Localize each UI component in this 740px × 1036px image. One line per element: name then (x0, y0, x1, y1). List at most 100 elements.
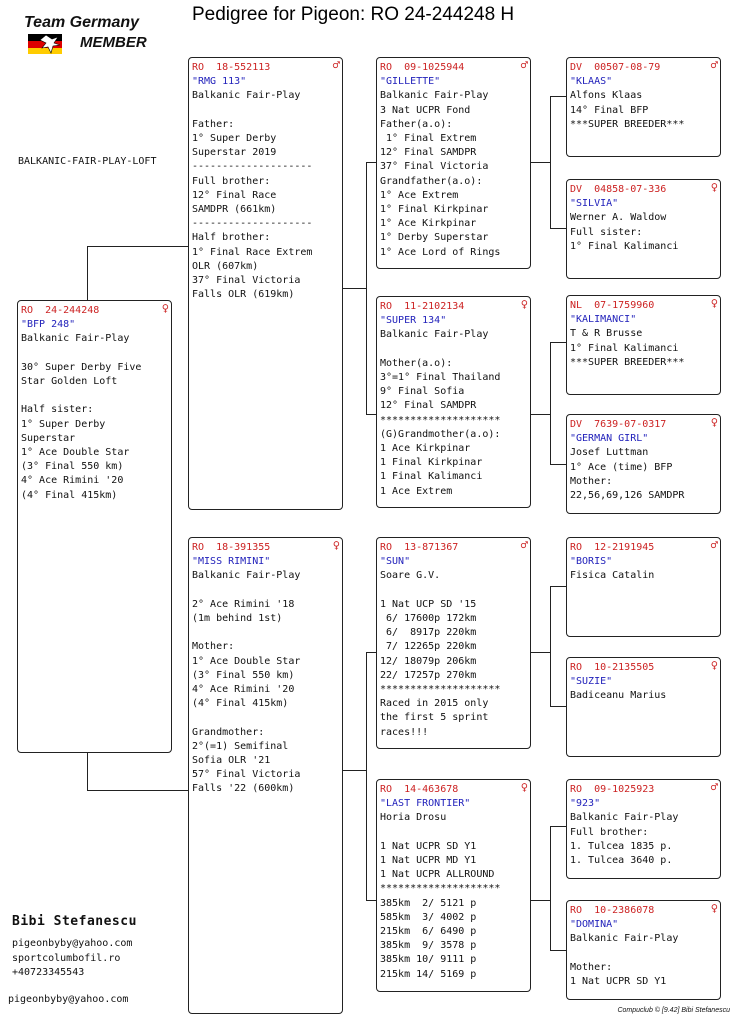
pigeon-info-line: 1. Tulcea 3640 p. (570, 855, 673, 867)
eagle-flag-icon (28, 34, 62, 54)
pigeon-info-line: ***SUPER BREEDER*** (570, 356, 685, 368)
pigeon-card-father[interactable]: RO 18-552113♂"RMG 113"Balkanic Fair-Play… (188, 57, 343, 510)
pigeon-info-line: Balkanic Fair-Play (380, 90, 489, 102)
pigeon-info-line: 1° Final Extrem (380, 133, 477, 145)
pigeon-name: "RMG 113" (192, 76, 247, 88)
pigeon-info-line: 1 Ace Extrem (380, 485, 453, 497)
pigeon-card-subject[interactable]: RO 24-244248♀"BFP 248"Balkanic Fair-Play… (17, 300, 172, 753)
ring-number: RO 18-391355 (192, 542, 271, 553)
pigeon-card-father-mother[interactable]: RO 11-2102134♀"SUPER 134"Balkanic Fair-P… (376, 296, 531, 508)
pigeon-info-line: Balkanic Fair-Play (570, 812, 679, 824)
pigeon-name: "SUZIE" (570, 676, 613, 688)
female-symbol-icon: ♀ (710, 415, 718, 429)
pigeon-info-line: Father: (192, 118, 235, 130)
pigeon-card-ffm[interactable]: DV 04858-07-336♀"SILVIA"Werner A. Waldow… (566, 179, 721, 279)
pigeon-info-line: T & R Brusse (570, 328, 643, 340)
owner-name: Bibi Stefanescu (12, 914, 137, 929)
pigeon-info-line: Star Golden Loft (21, 376, 118, 387)
female-symbol-icon: ♀ (710, 658, 718, 672)
pigeon-card-mother-father[interactable]: RO 13-871367♂"SUN"Soare G.V.1 Nat UCP SD… (376, 537, 531, 749)
pigeon-info-line: 1° Derby Superstar (380, 232, 489, 244)
pigeon-info-line (21, 389, 168, 403)
pigeon-info-line: OLR (607km) (192, 260, 259, 272)
male-symbol-icon: ♂ (332, 58, 340, 72)
pigeon-info-line: ***SUPER BREEDER*** (570, 118, 685, 130)
pigeon-info-line (192, 626, 339, 640)
pigeon-info-line: (1m behind 1st) (192, 613, 283, 624)
pigeon-info-line: Mother(a.o): (380, 357, 453, 369)
pigeon-info-line: ******************** (380, 684, 501, 696)
pigeon-info-line: races!!! (380, 726, 429, 738)
owner-website[interactable]: sportcolumbofil.ro (12, 952, 121, 964)
pigeon-info-line (570, 947, 717, 961)
footer-email[interactable]: pigeonbyby@yahoo.com (8, 994, 129, 1005)
pigeon-info-line: Falls '22 (600km) (192, 783, 295, 795)
pigeon-card-mother[interactable]: RO 18-391355♀"MISS RIMINI"Balkanic Fair-… (188, 537, 343, 1014)
page-title: Pedigree for Pigeon: RO 24-244248 H (192, 4, 515, 25)
pigeon-card-mmm[interactable]: RO 10-2386078♀"DOMINA"Balkanic Fair-Play… (566, 900, 721, 1000)
pigeon-info-line: 1° Ace (time) BFP (570, 461, 673, 473)
pigeon-info-line: 1 Final Kalimanci (380, 471, 483, 483)
pigeon-info-line: 1° Final Race Extrem (192, 246, 313, 258)
pigeon-info-line: 3 Nat UCPR Fond (380, 104, 471, 116)
pigeon-info-line: Soare G.V. (380, 570, 441, 582)
pigeon-card-fmm[interactable]: DV 7639-07-0317♀"GERMAN GIRL"Josef Luttm… (566, 414, 721, 514)
pigeon-info-line: 22/ 17257p 270km (380, 669, 477, 681)
ring-number: RO 12-2191945 (570, 542, 655, 553)
pigeon-info-line (192, 104, 339, 118)
pigeon-card-mfm[interactable]: RO 10-2135505♀"SUZIE"Badiceanu Marius (566, 657, 721, 757)
pigeon-info-line: 215km 6/ 6490 p (380, 926, 477, 938)
pigeon-info-line (21, 347, 168, 361)
pigeon-info-line: 1° Ace Double Star (192, 655, 301, 667)
pigeon-name: "BFP 248" (21, 319, 76, 331)
pigeon-info-line: Balkanic Fair-Play (21, 333, 130, 345)
pigeon-info-line: 1 Ace Kirkpinar (380, 443, 471, 455)
pigeon-info-line: SAMDPR (661km) (192, 204, 277, 216)
pigeon-info-line: 1 Nat UCPR SD Y1 (380, 840, 477, 852)
pigeon-info-line: Josef Luttman (570, 447, 649, 459)
pigeon-info-line: -------------------- (192, 218, 313, 230)
female-symbol-icon: ♀ (710, 296, 718, 310)
ring-number: RO 14-463678 (380, 784, 459, 795)
ring-number: RO 24-244248 (21, 305, 100, 316)
pigeon-info-line: 2° Ace Rimini '18 (192, 598, 295, 610)
pigeon-info-line: ******************** (380, 414, 501, 426)
female-symbol-icon: ♀ (520, 780, 528, 794)
pigeon-card-mff[interactable]: RO 12-2191945♂"BORIS"Fisica Catalin (566, 537, 721, 637)
ring-number: RO 10-2386078 (570, 905, 655, 916)
male-symbol-icon: ♂ (520, 58, 528, 72)
pigeon-info-line: (4° Final 415km) (192, 698, 289, 710)
pigeon-info-line: Mother: (570, 475, 613, 487)
pigeon-info-line: -------------------- (192, 161, 313, 173)
pigeon-card-father-father[interactable]: RO 09-1025944♂"GILLETTE"Balkanic Fair-Pl… (376, 57, 531, 269)
pigeon-info-line: 57° Final Victoria (192, 769, 301, 781)
pigeon-name: "SILVIA" (570, 198, 619, 210)
pigeon-info-line: 1° Ace Kirkpinar (380, 218, 477, 230)
pigeon-info-line: Sofia OLR '21 (192, 755, 271, 766)
pigeon-info-line: 1° Super Derby (192, 133, 277, 144)
pigeon-name: "KLAAS" (570, 76, 613, 88)
pigeon-info-line: 37° Final Victoria (192, 275, 301, 287)
pigeon-info-line: Full brother: (192, 175, 271, 187)
owner-email[interactable]: pigeonbyby@yahoo.com (12, 938, 133, 949)
ring-number: RO 18-552113 (192, 62, 271, 73)
pigeon-info-line: 1° Super Derby (21, 418, 106, 430)
pigeon-info-line: 1 Final Kirkpinar (380, 457, 483, 469)
female-symbol-icon: ♀ (520, 297, 528, 311)
ring-number: RO 10-2135505 (570, 662, 655, 673)
pigeon-info-line: 12/ 18079p 206km (380, 655, 477, 667)
pigeon-info-line: Mother: (192, 641, 235, 653)
ring-number: DV 04858-07-336 (570, 184, 667, 195)
pigeon-info-line: Full brother: (570, 826, 649, 838)
pigeon-info-line: Alfons Klaas (570, 90, 643, 102)
pigeon-info-line: 4° Ace Rimini '20 (192, 684, 295, 695)
female-symbol-icon: ♀ (710, 901, 718, 915)
pigeon-info-line: Grandmother: (192, 726, 265, 738)
pigeon-info-line: 7/ 12265p 220km (380, 641, 477, 653)
pigeon-info-line: 585km 3/ 4002 p (380, 911, 477, 923)
pigeon-info-line: Full sister: (570, 226, 643, 238)
